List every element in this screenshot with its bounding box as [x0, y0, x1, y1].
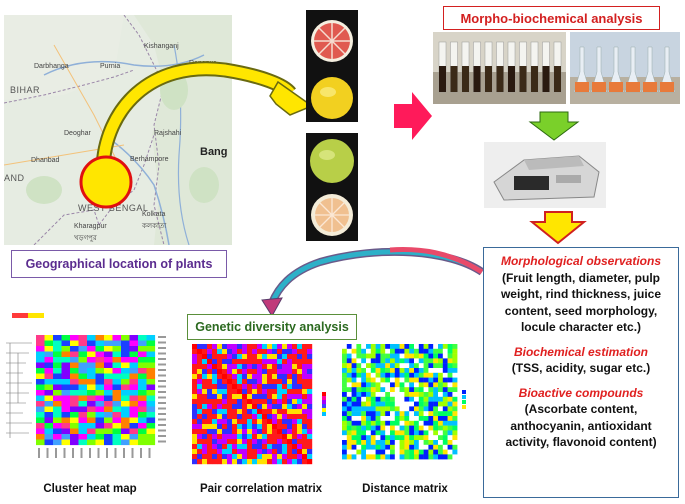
map-label-kolkata-bn: কলকাতা — [142, 223, 167, 230]
bioactive-line-2: anthocyanin, antioxidant — [510, 418, 652, 433]
fruit-photo-bottom — [306, 133, 358, 241]
green-arrow-down — [528, 111, 580, 141]
genetic-label: Genetic diversity analysis — [195, 320, 349, 334]
genetic-label-box: Genetic diversity analysis — [187, 314, 357, 340]
map-label-bang: Bang — [200, 146, 228, 158]
curved-arrow2-pink — [389, 247, 484, 275]
curved-arrow-body — [97, 63, 295, 169]
morph-line-4: locule character etc.) — [520, 320, 642, 334]
caption-cluster: Cluster heat map — [43, 483, 137, 495]
bioactive-line-3: activity, flavonoid content) — [505, 435, 657, 449]
bio-heading: Biochemical estimation — [513, 344, 649, 359]
lab-photo-tubes — [433, 32, 566, 104]
curved-arrow2-head — [261, 297, 283, 317]
geo-label-box: Geographical location of plants — [11, 250, 227, 278]
caption-distance: Distance matrix — [362, 483, 448, 495]
map-label-purnia: Purnia — [100, 63, 121, 70]
map-label-deoghar: Deoghar — [64, 130, 91, 137]
map-label-dhanbad: Dhanbad — [31, 157, 60, 164]
map-label-bihar: BIHAR — [10, 85, 41, 95]
map-label-kharagpur-bn: খড়গপুর — [74, 235, 97, 242]
map-label-and: AND — [4, 173, 25, 183]
bioactive-line-1: (Ascorbate content, — [524, 402, 638, 416]
distance-matrix — [340, 342, 480, 467]
geo-label: Geographical location of plants — [25, 257, 213, 271]
morpho-label-box: Morpho-biochemical analysis — [443, 6, 660, 30]
morph-heading: Morphological observations — [500, 254, 662, 268]
pink-arrow-right — [394, 92, 432, 140]
fruit-photo-top — [306, 10, 358, 122]
cluster-heatmap — [4, 313, 174, 475]
bioactive-heading: Bioactive compounds — [518, 385, 644, 400]
map-label-kharagpur: Kharagpur — [74, 223, 107, 230]
observations-box: Morphological observations (Fruit length… — [483, 247, 679, 498]
map-label-west-bengal: WEST BENGAL — [78, 203, 149, 213]
map-label-kishanganj: Kishanganj — [144, 43, 179, 50]
location-marker — [79, 155, 133, 209]
morph-line-3: content, seed morphology, — [504, 303, 658, 318]
map-label-rajshahi: Rajshahi — [154, 130, 182, 137]
map-label-kolkata: Kolkata — [142, 211, 166, 218]
morph-line-1: (Fruit length, diameter, pulp — [501, 270, 660, 285]
pair-correlation-matrix — [190, 342, 335, 467]
lab-photo-flasks — [570, 32, 680, 104]
bio-line-1: (TSS, acidity, sugar etc.) — [511, 361, 651, 375]
caption-pair: Pair correlation matrix — [199, 483, 323, 495]
spectrophotometer-photo — [484, 142, 606, 208]
yellow-arrow-down — [529, 211, 587, 245]
map-label-berhampore: Berhampore — [130, 156, 169, 163]
map-label-darbhanga: Darbhanga — [34, 63, 69, 70]
morpho-label: Morpho-biochemical analysis — [460, 10, 643, 26]
morph-line-2: weight, rind thickness, juice — [500, 287, 662, 301]
